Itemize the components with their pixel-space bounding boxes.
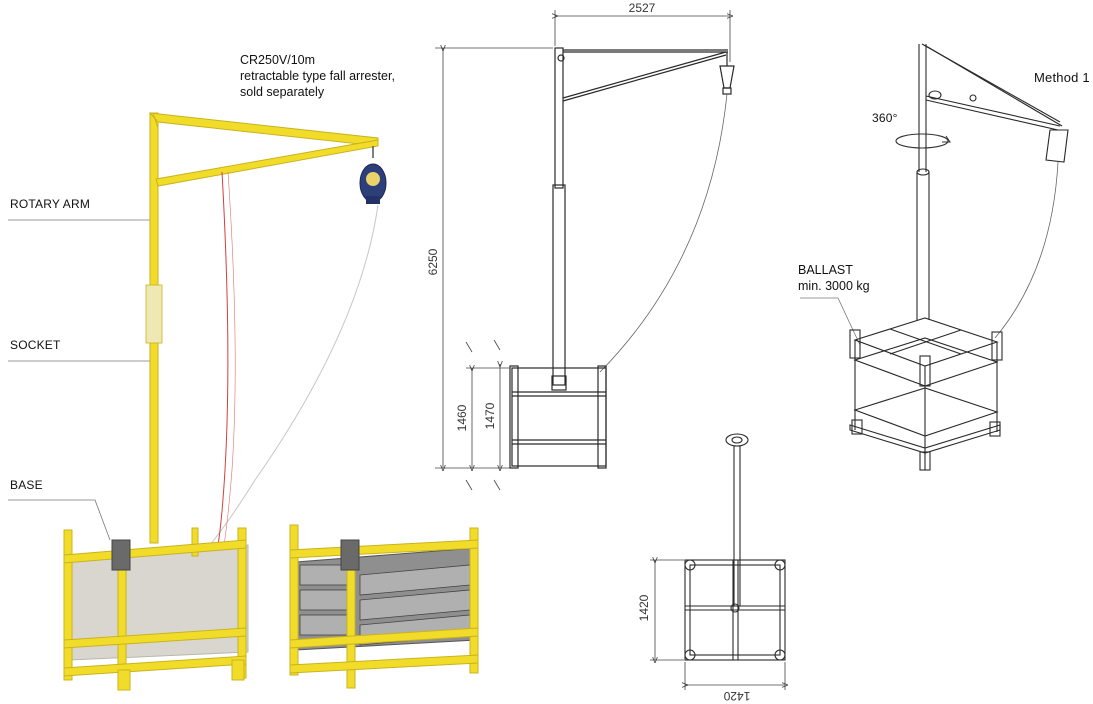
dim-arm-reach: 2527 xyxy=(629,1,656,15)
leader-lines xyxy=(8,219,861,541)
base-with-weights-photo xyxy=(289,524,479,689)
yellow-crane-photo xyxy=(63,112,387,691)
socket-label: SOCKET xyxy=(10,338,61,352)
dim-base-width: 1420 xyxy=(637,594,651,621)
socket-sleeve xyxy=(145,284,163,344)
plan-view-drawing xyxy=(684,433,786,661)
fall-arrester-callout: CR250V/10m retractable type fall arreste… xyxy=(240,53,395,99)
elevation-dimension-lines xyxy=(435,10,730,491)
dim-total-height: 6250 xyxy=(426,248,440,275)
base-label: BASE xyxy=(10,478,43,492)
dim-base-depth: 1420 xyxy=(723,689,750,703)
ballast-callout: BALLAST min. 3000 kg xyxy=(798,263,870,293)
rotation-arrow-icon xyxy=(942,135,951,143)
method-label: Method 1 xyxy=(1034,70,1090,85)
dim-base-height-b: 1470 xyxy=(483,402,497,429)
elevation-drawing xyxy=(509,47,735,469)
perspective-drawing xyxy=(849,43,1069,471)
rotary-arm-label: ROTARY ARM xyxy=(10,197,91,211)
fall-arrester-device xyxy=(359,146,387,204)
dim-base-height-a: 1460 xyxy=(455,404,469,431)
rotation-label: 360° xyxy=(872,111,898,125)
plan-dimension-lines xyxy=(650,560,785,690)
